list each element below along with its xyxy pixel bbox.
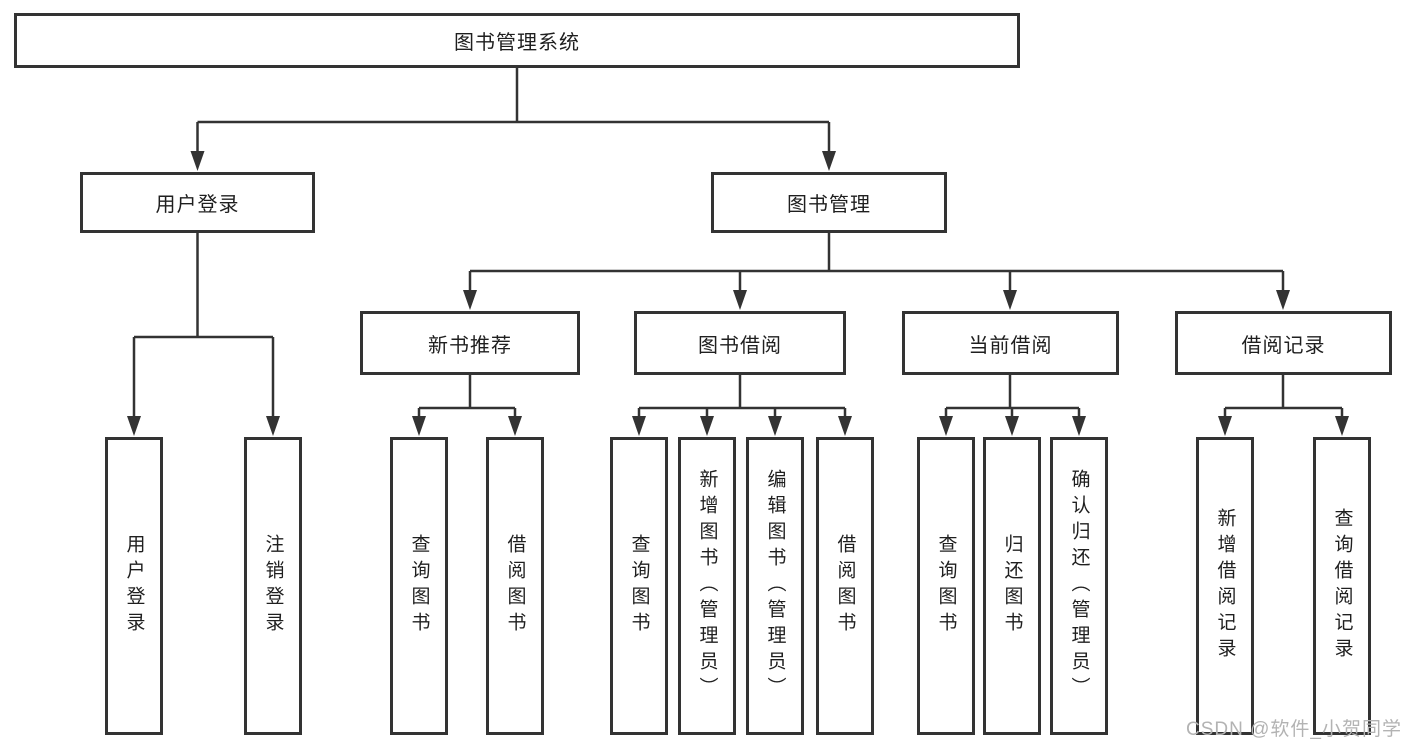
node-current-borrowing: 当前借阅 — [902, 311, 1119, 375]
leaf-bb-add-books-admin: 新增图书（管理员） — [678, 437, 736, 735]
leaf-cb-query-books: 查询图书 — [917, 437, 975, 735]
node-book-management: 图书管理 — [711, 172, 947, 233]
leaf-logout: 注销登录 — [244, 437, 302, 735]
leaf-user-login: 用户登录 — [105, 437, 163, 735]
leaf-nbr-query-books: 查询图书 — [390, 437, 448, 735]
leaf-bb-query-books: 查询图书 — [610, 437, 668, 735]
leaf-bb-borrow-books: 借阅图书 — [816, 437, 874, 735]
node-new-book-recommend: 新书推荐 — [360, 311, 580, 375]
leaf-nbr-borrow-books: 借阅图书 — [486, 437, 544, 735]
leaf-cb-return-books: 归还图书 — [983, 437, 1041, 735]
leaf-cb-confirm-return-admin: 确认归还（管理员） — [1050, 437, 1108, 735]
node-root: 图书管理系统 — [14, 13, 1020, 68]
csdn-watermark: CSDN @软件_小贺同学 — [1186, 719, 1402, 740]
node-borrowing-records: 借阅记录 — [1175, 311, 1392, 375]
leaf-br-add-borrow-record: 新增借阅记录 — [1196, 437, 1254, 735]
leaf-br-query-borrow-record: 查询借阅记录 — [1313, 437, 1371, 735]
leaf-bb-edit-books-admin: 编辑图书（管理员） — [746, 437, 804, 735]
node-user-login: 用户登录 — [80, 172, 315, 233]
node-book-borrowing: 图书借阅 — [634, 311, 846, 375]
